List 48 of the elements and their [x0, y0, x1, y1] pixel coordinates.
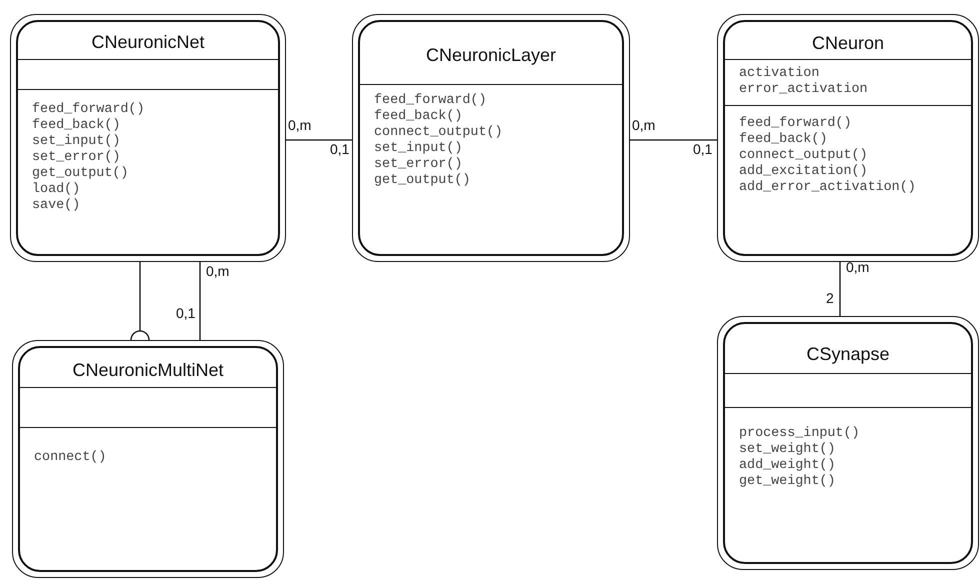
method-name: feed_forward()	[739, 116, 852, 132]
method-name: get_output()	[374, 173, 470, 189]
multiplicity-label: 0,m	[288, 117, 312, 133]
method-name: add_weight()	[739, 458, 836, 474]
method-name: feed_back()	[374, 109, 462, 125]
multiplicity-label: 0,1	[176, 305, 196, 321]
method-name: load()	[32, 182, 80, 198]
class-name: CNeuronicNet	[91, 32, 205, 53]
multiplicity-label: 0,m	[206, 263, 230, 279]
class-name: CSynapse	[806, 344, 890, 365]
multiplicity-label: 0,1	[330, 141, 350, 157]
method-name: set_input()	[32, 134, 120, 150]
multiplicity-label: 0,m	[846, 259, 870, 275]
class-name: CNeuronicMultiNet	[72, 360, 224, 381]
method-name: feed_forward()	[374, 93, 486, 109]
method-name: connect_output()	[374, 125, 503, 141]
method-name: set_weight()	[739, 442, 836, 458]
association-line	[286, 139, 352, 141]
method-name: process_input()	[739, 426, 860, 442]
method-name: feed_back()	[739, 132, 828, 148]
class-box	[10, 14, 286, 262]
multiplicity-label: 2	[826, 290, 834, 306]
association-line	[630, 139, 717, 141]
method-name: set_error()	[374, 157, 462, 173]
method-name: get_output()	[32, 166, 128, 182]
multiplicity-label: 0,m	[632, 117, 656, 133]
class-box	[717, 14, 979, 262]
multiplicity-label: 0,1	[693, 141, 712, 157]
attribute-name: error_activation	[739, 82, 868, 98]
class-name: CNeuronicLayer	[426, 45, 556, 66]
method-name: feed_back()	[32, 118, 120, 134]
class-box	[717, 316, 979, 570]
attribute-name: activation	[739, 66, 820, 82]
class-box	[352, 14, 630, 262]
method-name: feed_forward()	[32, 102, 144, 118]
method-name: add_excitation()	[739, 164, 868, 180]
association-line	[839, 262, 841, 316]
method-name: save()	[32, 198, 80, 214]
class-box	[12, 340, 284, 578]
method-name: connect()	[34, 450, 106, 466]
association-line	[199, 262, 201, 340]
method-name: add_error_activation()	[739, 180, 916, 196]
method-name: get_weight()	[739, 474, 836, 490]
method-name: connect_output()	[739, 148, 868, 164]
method-name: set_error()	[32, 150, 120, 166]
method-name: set_input()	[374, 141, 462, 157]
inheritance-line	[130, 262, 150, 341]
class-name: CNeuron	[812, 33, 884, 54]
